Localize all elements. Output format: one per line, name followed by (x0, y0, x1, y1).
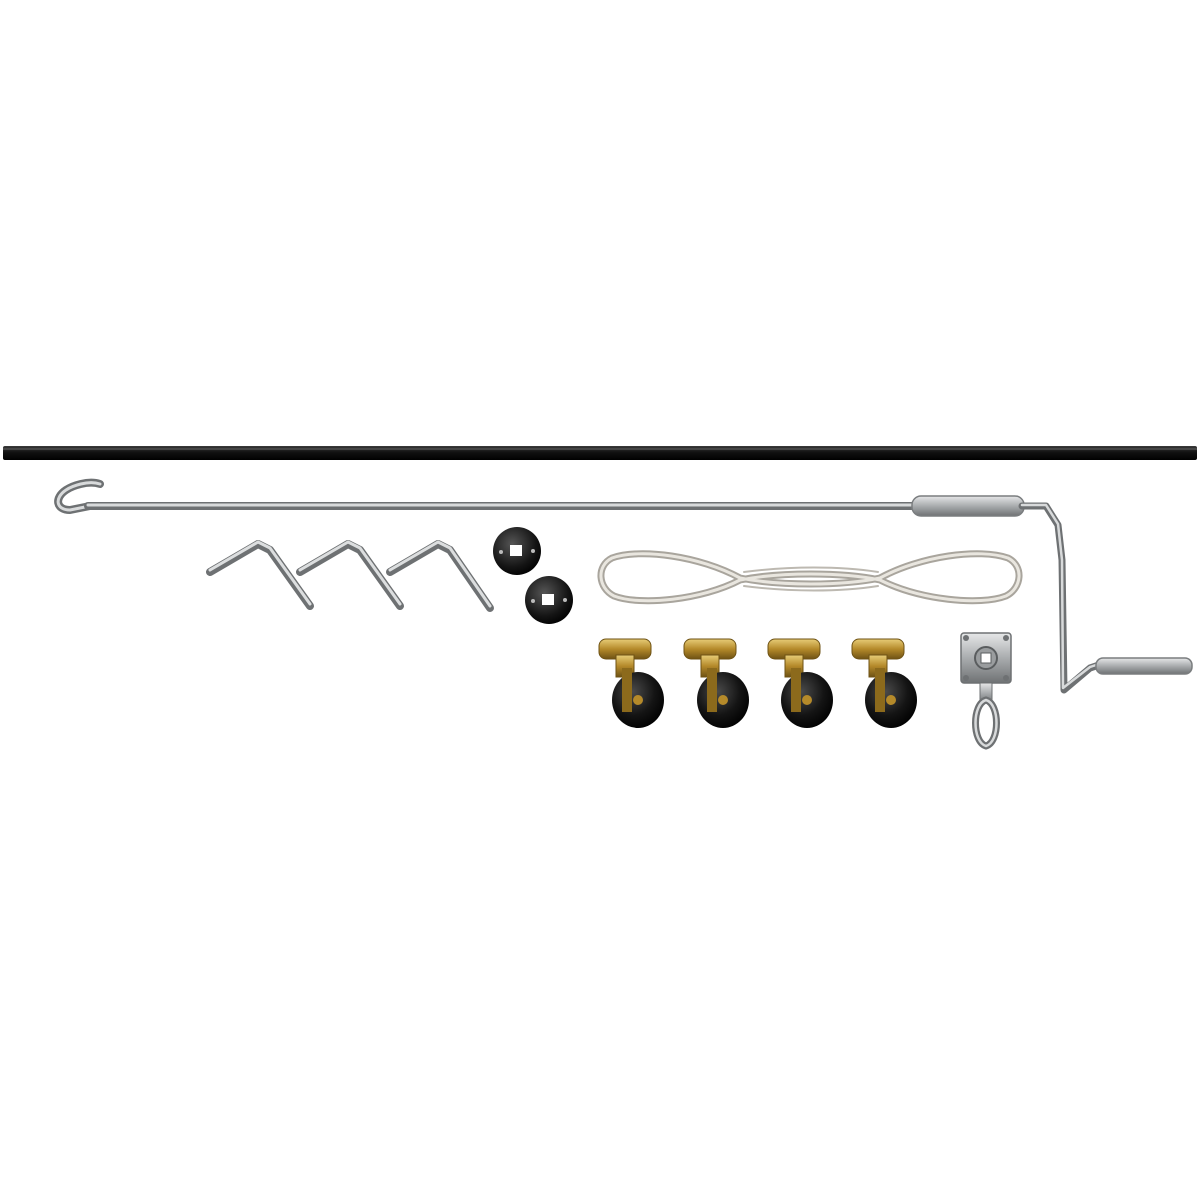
gear-box-with-eyelet (960, 632, 1012, 750)
brass-caster-wheel (851, 638, 917, 728)
black-round-bushing (525, 576, 573, 624)
brass-caster-wheel (598, 638, 664, 728)
bent-wire-bracket (206, 540, 314, 610)
crank-handle (54, 478, 1193, 694)
black-round-bushing (493, 527, 541, 575)
brass-caster-wheel (767, 638, 833, 728)
brass-caster-wheel (683, 638, 749, 728)
black-support-rod (3, 446, 1197, 460)
bent-wire-bracket (386, 540, 494, 612)
looped-cord (597, 550, 1023, 605)
bent-wire-bracket (296, 540, 404, 610)
